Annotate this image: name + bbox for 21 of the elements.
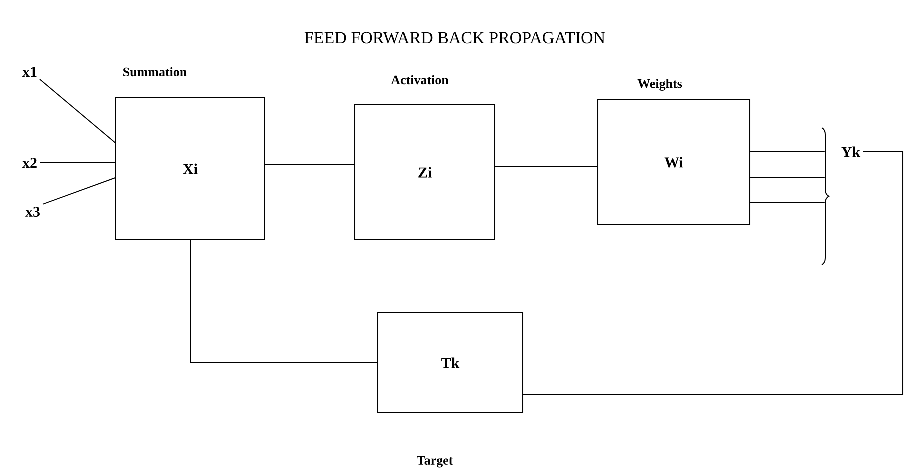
process-box: Wi <box>598 100 750 226</box>
connector-line <box>750 202 826 204</box>
signal-label: Yk <box>842 146 861 158</box>
connector-line <box>40 78 116 144</box>
process-box: Zi <box>354 104 496 240</box>
title: FEED FORWARD BACK PROPAGATION <box>304 32 606 44</box>
signal-label: x2 <box>22 158 37 168</box>
connector-line <box>523 152 904 396</box>
box-heading: Weights <box>638 79 682 91</box>
process-box: Xi <box>116 98 266 240</box>
process-box: Tk <box>378 312 524 414</box>
connector-line <box>190 240 378 364</box>
connector-line <box>42 178 116 205</box>
signal-label: x1 <box>22 67 37 77</box>
connector-line <box>495 166 598 168</box>
connector-line <box>265 164 355 166</box>
box-heading: Summation <box>124 67 187 77</box>
box-heading: Target <box>417 456 454 468</box>
signal-label: x3 <box>26 206 40 218</box>
box-heading: Activation <box>391 75 449 85</box>
connector-line <box>40 162 116 164</box>
